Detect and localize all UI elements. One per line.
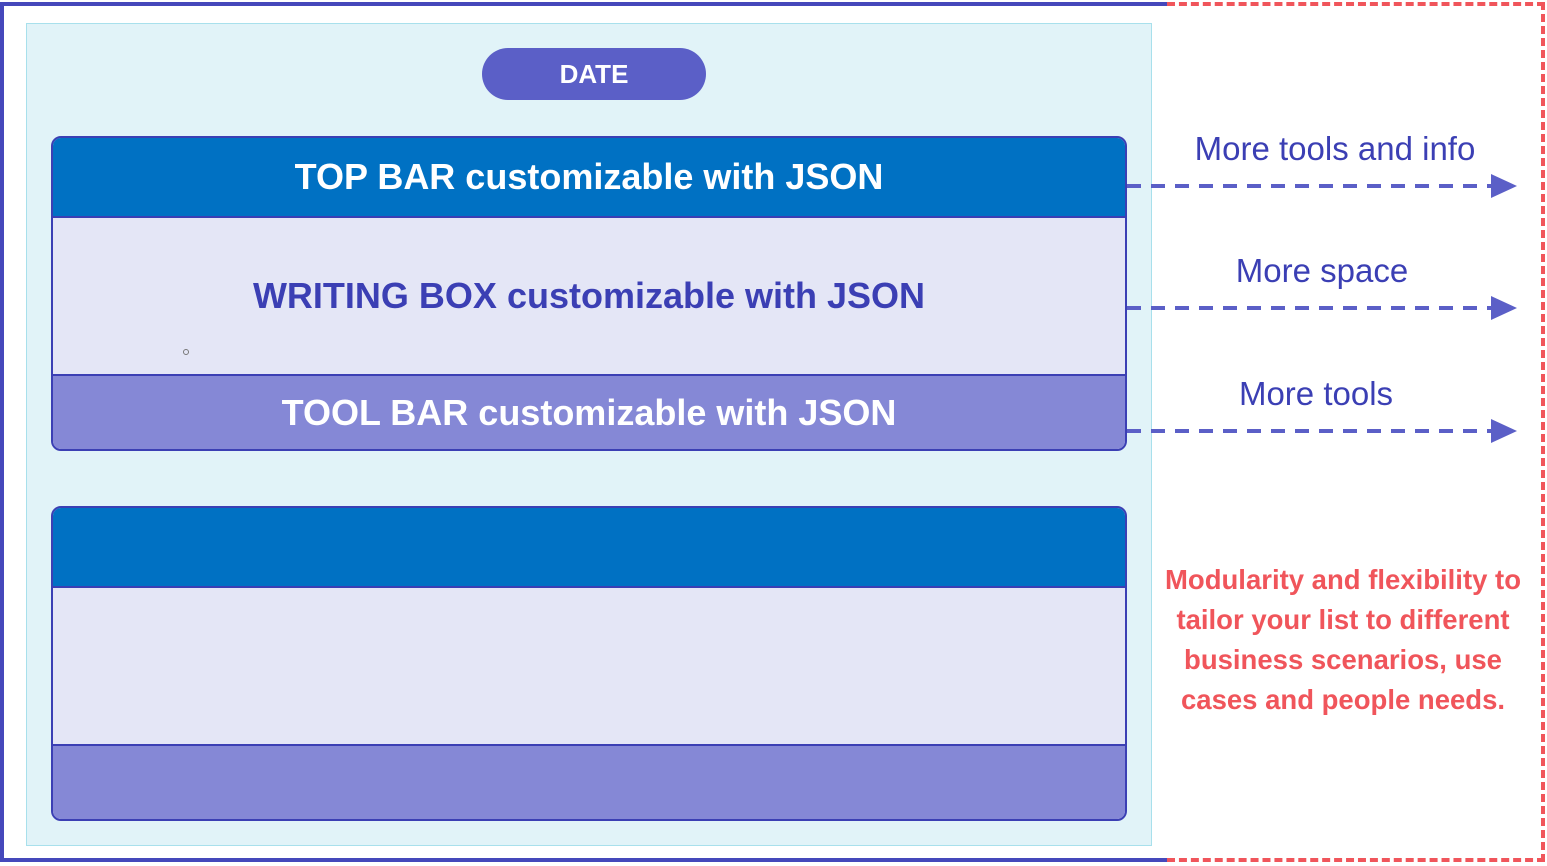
date-pill: DATE — [482, 48, 706, 100]
tool-bar: TOOL BAR customizable with JSON — [53, 374, 1125, 449]
top-bar-label: TOP BAR customizable with JSON — [294, 156, 884, 197]
arrow-label-tools: More tools — [1238, 375, 1394, 412]
writing-box-label: WRITING BOX customizable with JSON — [252, 275, 926, 316]
outer-frame — [0, 2, 1167, 862]
arrow-head — [1491, 174, 1517, 198]
list-item-card — [51, 506, 1127, 821]
list-item-card: TOP BAR customizable with JSON WRITING B… — [51, 136, 1127, 451]
tool-bar-label: TOOL BAR customizable with JSON — [281, 391, 897, 433]
tool-bar — [53, 744, 1125, 819]
writing-box: WRITING BOX customizable with JSON — [53, 218, 1125, 374]
arrow-head — [1491, 419, 1517, 443]
arrow-label-tools-info: More tools and info — [1194, 130, 1476, 167]
top-bar: TOP BAR customizable with JSON — [53, 138, 1125, 218]
arrow-head — [1491, 296, 1517, 320]
cursor-dot — [183, 349, 189, 355]
writing-box — [53, 588, 1125, 744]
date-label: DATE — [559, 58, 629, 89]
top-bar — [53, 508, 1125, 588]
expansion-frame — [1167, 2, 1545, 862]
modularity-note: Modularity and flexibility to tailor you… — [1165, 564, 1521, 715]
arrow-label-space: More space — [1235, 252, 1409, 289]
